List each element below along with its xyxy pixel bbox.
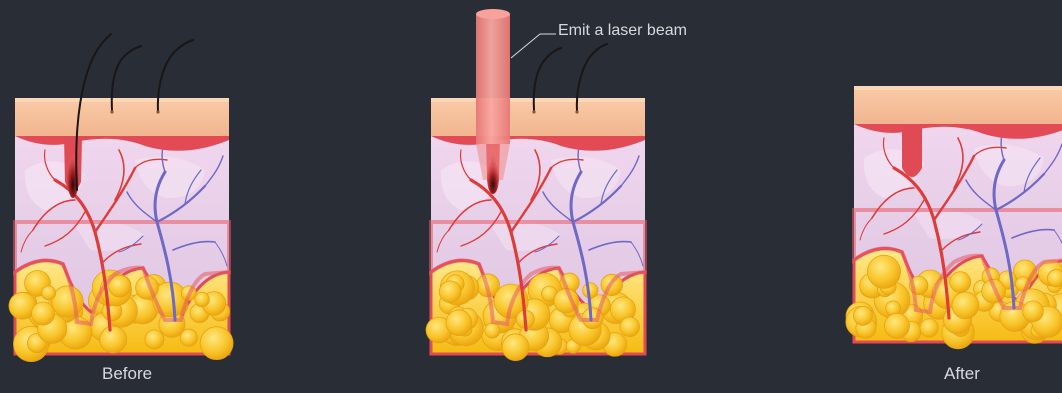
hair-root (575, 110, 578, 113)
fat-cell (502, 334, 529, 361)
hair-root (110, 110, 113, 113)
panel-during (426, 44, 645, 361)
fat-cell (485, 323, 500, 338)
epidermis-layer (15, 98, 229, 136)
caption-after: After (944, 364, 980, 384)
fat-cell (145, 330, 164, 349)
fat-cell (100, 326, 127, 353)
epidermis-layer (431, 98, 645, 136)
epidermis-surface (431, 98, 645, 102)
epidermis-layer (854, 86, 1062, 124)
beam-label: Emit a laser beam (558, 22, 687, 40)
fat-cell (867, 255, 900, 288)
fat-cell (52, 286, 83, 317)
heated-hair-bulb (487, 162, 499, 194)
fat-cell (950, 272, 971, 293)
hair-root (156, 110, 159, 113)
epidermis-surface (15, 98, 229, 102)
fat-cell (884, 313, 909, 338)
panel-after (846, 86, 1062, 349)
fat-cell (1047, 270, 1062, 287)
fat-cell (1023, 301, 1044, 322)
laser-beam-top (476, 9, 510, 19)
fat-cell (952, 292, 979, 319)
fat-cell (180, 329, 197, 346)
fat-cell (31, 302, 54, 325)
empty-follicle (902, 124, 922, 177)
fat-cell (853, 306, 872, 325)
hair-root (532, 110, 535, 113)
fat-cell (439, 281, 461, 303)
fat-cell (200, 327, 233, 360)
fat-cell (195, 292, 210, 307)
caption-before: Before (102, 364, 152, 384)
fat-cell (446, 310, 472, 336)
fat-cell (620, 317, 640, 337)
laser-beam-column (476, 14, 510, 144)
panel-before (9, 34, 233, 362)
fat-cell (42, 286, 56, 300)
epidermis-surface (854, 86, 1062, 90)
fat-cell (920, 319, 938, 337)
